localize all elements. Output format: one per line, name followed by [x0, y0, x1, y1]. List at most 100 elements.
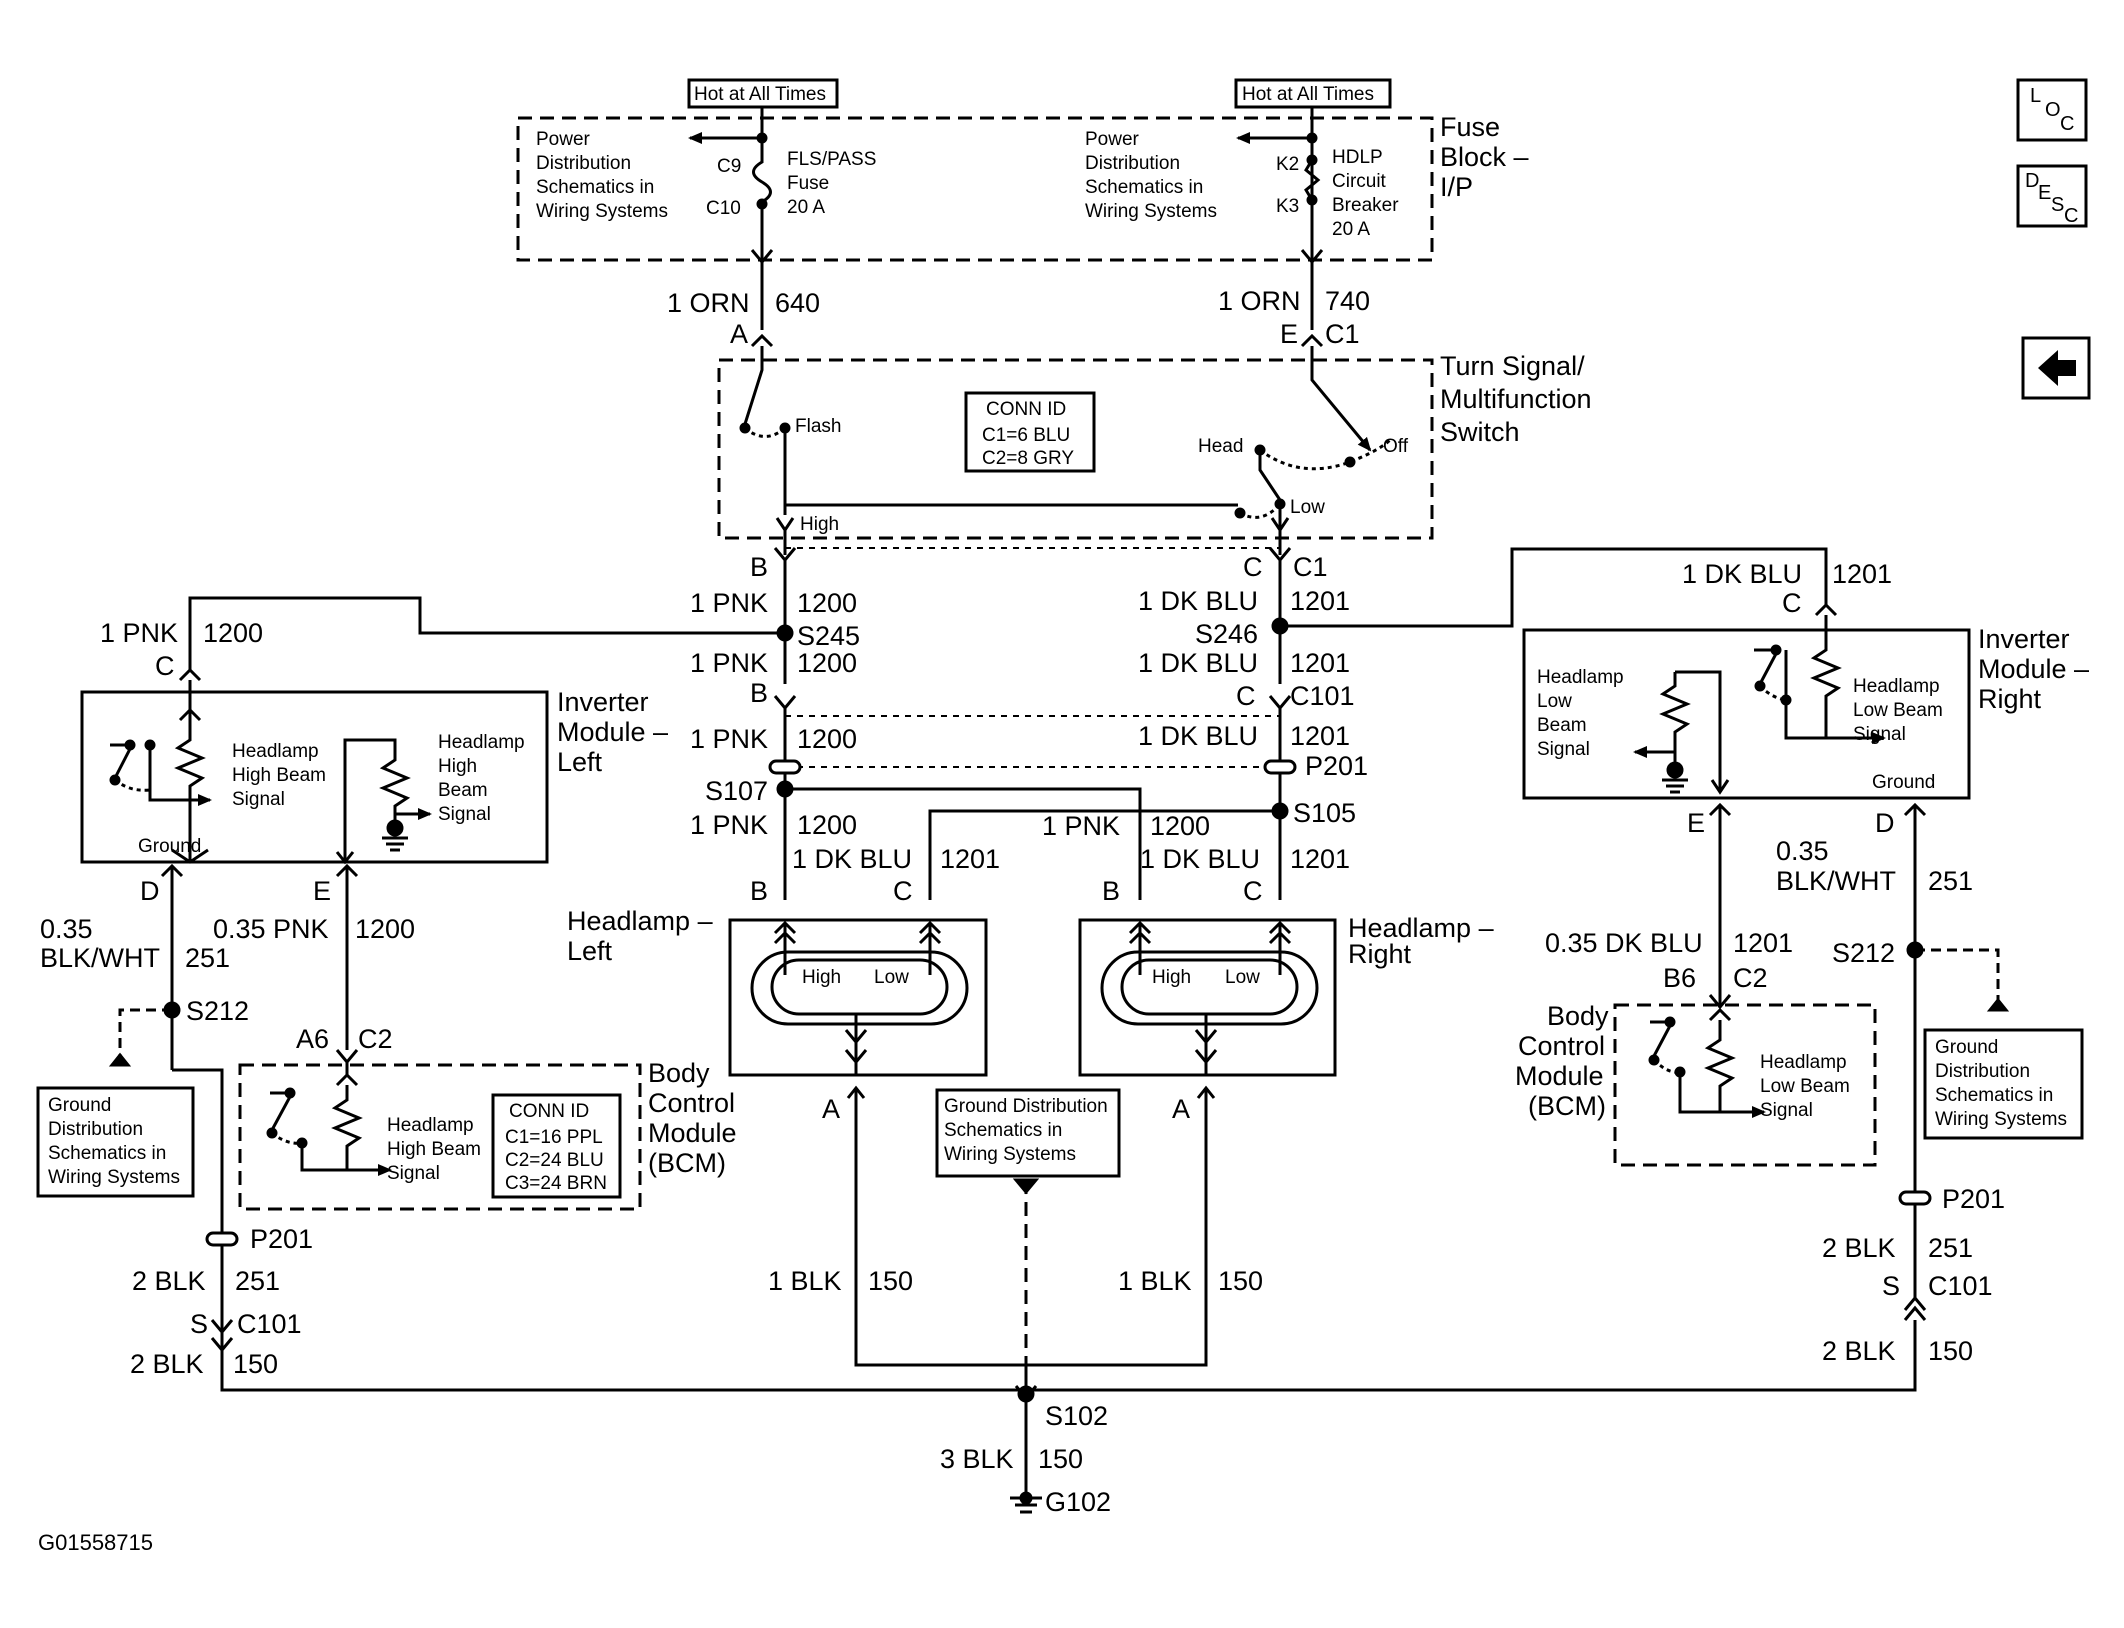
circuit-150-left: 150	[868, 1266, 913, 1296]
pin-l-c: C	[155, 651, 175, 681]
bcm-conn-id-box	[491, 1093, 622, 1199]
fuse-left-1: FLS/PASS	[787, 149, 876, 170]
pin-l-e: E	[313, 876, 331, 906]
headlamp-left-box	[728, 918, 988, 1077]
pwr-dist-left-2: Distribution	[536, 153, 631, 174]
loc-button[interactable]: L O C	[2016, 78, 2088, 142]
bcm-left-title-4: (BCM)	[648, 1148, 726, 1178]
bcm-left-title-2: Control	[648, 1088, 735, 1118]
inv-left-sig2-1: Headlamp	[438, 732, 525, 753]
circuit-1200-r: 1200	[1150, 811, 1210, 841]
pin-b-hr: B	[1102, 876, 1120, 906]
wire-l-2blk2: 2 BLK	[130, 1349, 204, 1379]
pin-c-hr: C	[1243, 876, 1263, 906]
wire-l-035pnk: 0.35 PNK	[213, 914, 329, 944]
desc-letter-c: C	[2064, 205, 2078, 227]
inv-right-sig1-2: Low	[1537, 691, 1572, 712]
splice-r-s212: S212	[1832, 938, 1895, 968]
bcm-right-title-2: Control	[1518, 1031, 1605, 1061]
bcm-left-title-1: Body	[648, 1058, 710, 1088]
splice-s107: S107	[705, 776, 768, 806]
splice-s246: S246	[1195, 619, 1258, 649]
pin-l-d: D	[140, 876, 160, 906]
conn-c1b: C1	[1293, 552, 1328, 582]
wire-l-blkwht: BLK/WHT	[40, 943, 160, 973]
desc-letter-e: E	[2038, 182, 2051, 204]
desc-button[interactable]: D E S C	[2016, 164, 2088, 228]
pin-a-hr: A	[1172, 1094, 1190, 1124]
switch-title-2: Multifunction	[1440, 384, 1592, 414]
ground-right-4: Wiring Systems	[1935, 1109, 2067, 1130]
inv-right-sig2-3: Signal	[1853, 724, 1906, 745]
inv-right-sig1-3: Beam	[1537, 715, 1587, 736]
ground-center-2: Schematics in	[944, 1120, 1062, 1141]
pwr-dist-right-2: Distribution	[1085, 153, 1180, 174]
wire-r-2blk: 2 BLK	[1822, 1233, 1896, 1263]
wire-pnk-r: 1 PNK	[1042, 811, 1120, 841]
inv-left-sig1-3: Signal	[232, 789, 285, 810]
circuit-1201c: 1201	[1290, 721, 1350, 751]
pin-c9: C9	[717, 156, 741, 177]
conn-l-p201: P201	[250, 1224, 313, 1254]
pin-c10: C10	[706, 198, 741, 219]
back-button[interactable]	[2021, 336, 2091, 400]
ground-right-3: Schematics in	[1935, 1085, 2053, 1106]
headlamp-right-low: Low	[1225, 967, 1260, 988]
headlamp-right-title-2: Right	[1348, 939, 1412, 969]
circuit-1201-hl: 1201	[940, 844, 1000, 874]
circuit-1200b: 1200	[797, 648, 857, 678]
fuse-block-title-3: I/P	[1440, 172, 1473, 202]
circuit-r-251b: 251	[1928, 1233, 1973, 1263]
inv-left-title-2: Module –	[557, 717, 668, 747]
pin-b2: B	[750, 678, 768, 708]
bcm-left-title-3: Module	[648, 1118, 737, 1148]
pin-c2: C	[1236, 681, 1256, 711]
bcm-right-sig-3: Signal	[1760, 1100, 1813, 1121]
wire-3blk: 3 BLK	[940, 1444, 1014, 1474]
ground-center-1: Ground Distribution	[944, 1096, 1108, 1117]
conn-c1: C1	[1325, 319, 1360, 349]
fuse-right-1: HDLP	[1332, 147, 1383, 168]
wire-r-blkwht: BLK/WHT	[1776, 866, 1896, 896]
headlamp-left-title-2: Left	[567, 936, 613, 966]
pin-a: A	[730, 319, 748, 349]
switch-low: Low	[1290, 497, 1325, 518]
pin-l-s: S	[190, 1309, 208, 1339]
inv-right-sig1-1: Headlamp	[1537, 667, 1624, 688]
inv-right-sig2-2: Low Beam	[1853, 700, 1943, 721]
bcm-right-box	[1613, 1003, 1877, 1167]
circuit-1200d: 1200	[797, 810, 857, 840]
pin-r-e: E	[1687, 808, 1705, 838]
wire-l-035: 0.35	[40, 914, 93, 944]
headlamp-right-title-1: Headlamp –	[1348, 913, 1494, 943]
conn-r-p201: P201	[1942, 1184, 2005, 1214]
circuit-150-right: 150	[1218, 1266, 1263, 1296]
desc-letter-s: S	[2051, 194, 2064, 216]
switch-high: High	[800, 514, 839, 535]
fuse-block-title-1: Fuse	[1440, 112, 1500, 142]
pin-k2: K2	[1276, 154, 1299, 175]
ground-left-4: Wiring Systems	[48, 1167, 180, 1188]
wire-r-035: 0.35	[1776, 836, 1829, 866]
switch-title-1: Turn Signal/	[1440, 351, 1585, 381]
switch-conn-1: C1=6 BLU	[982, 425, 1070, 446]
circuit-r-1201b: 1201	[1733, 928, 1793, 958]
circuit-l-150: 150	[233, 1349, 278, 1379]
fuse-block-title-2: Block –	[1440, 142, 1529, 172]
headlamp-left-low: Low	[874, 967, 909, 988]
ground-dist-box-center	[935, 1088, 1121, 1178]
pwr-dist-right-4: Wiring Systems	[1085, 201, 1217, 222]
switch-flash: Flash	[795, 416, 841, 437]
bcm-right-sig-2: Low Beam	[1760, 1076, 1850, 1097]
circuit-1200c: 1200	[797, 724, 857, 754]
bcm-left-sig-1: Headlamp	[387, 1115, 474, 1136]
circuit-1201a: 1201	[1290, 586, 1350, 616]
inv-right-title-3: Right	[1978, 684, 2042, 714]
pin-r-s: S	[1882, 1271, 1900, 1301]
splice-s245: S245	[797, 621, 860, 651]
switch-head: Head	[1198, 436, 1243, 457]
fuse-right-4: 20 A	[1332, 219, 1370, 240]
wire-blk-right: 1 BLK	[1118, 1266, 1192, 1296]
splice-s105: S105	[1293, 798, 1356, 828]
